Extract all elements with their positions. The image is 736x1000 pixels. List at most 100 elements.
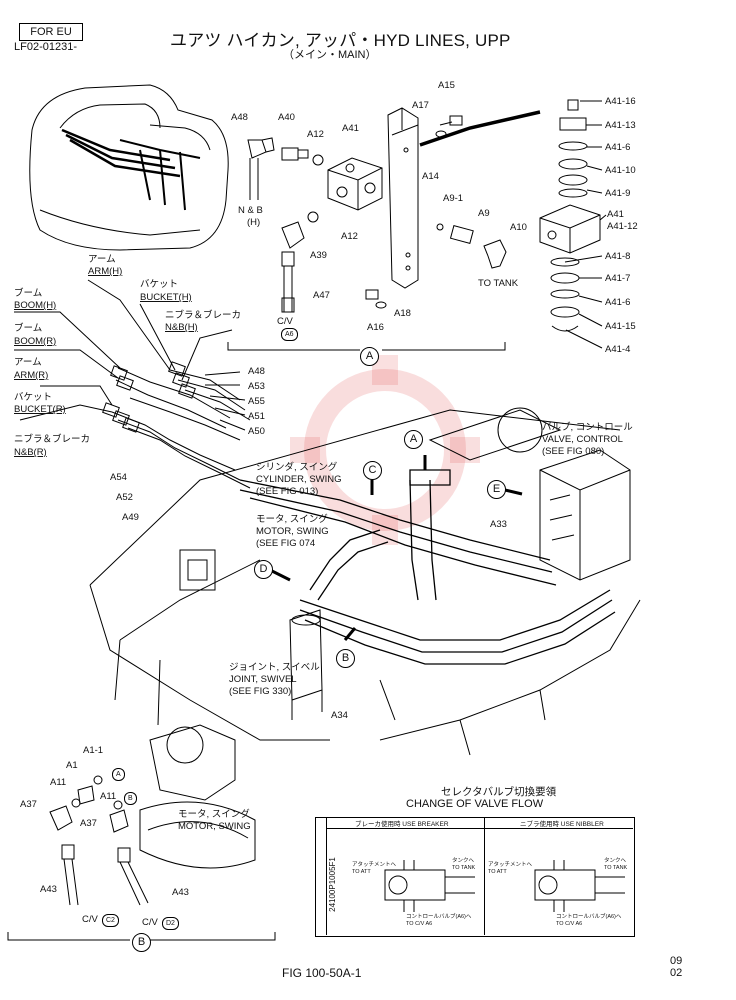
a14-bracket [387,107,419,289]
callout-d: D [254,560,273,579]
arrow-e [504,488,523,496]
label-a41-10: A41-10 [605,165,636,176]
breaker-to-tank-jp: タンクへ [452,858,475,864]
note-motor-en: MOTOR, SWING [256,526,329,537]
callout-e: E [487,480,506,499]
label-a48: A48 [248,366,265,377]
label-tag-a: A [112,768,125,781]
label-a41-8: A41-8 [605,251,631,262]
label-a41-15: A41-15 [605,321,636,332]
label-nb-h-jp: ニブラ＆ブレーカ [165,310,242,321]
label-nb-r-jp: ニブラ＆ブレーカ [14,434,91,445]
label-tag-b: B [124,792,137,805]
nibbler-to-att: TO ATT [488,869,507,875]
a12-oring-mid [307,211,319,223]
label-leader-lines [14,279,246,431]
note-joint-en: JOINT, SWIVEL [229,674,297,685]
note-cylinder-fig: (SEE FIG 013) [256,486,319,497]
for-eu-tag: FOR EU [19,23,83,41]
callout-b-section: B [132,933,151,952]
label-a37-right: A37 [80,818,97,829]
label-a10: A10 [510,222,527,233]
note-motor-jp: モータ, スイング [256,514,328,525]
valve-flow-title-jp: セレクタバルブ切換要領 [441,786,557,798]
label-arm-h: ARM(H) [88,266,123,277]
label-a14: A14 [422,171,439,182]
note-valve-jp: バルブ, コントロール [542,422,633,433]
label-a50: A50 [248,426,265,437]
label-a41-9: A41-9 [605,188,631,199]
callout-c: C [363,461,382,480]
valve-flow-code: 24100P1005F1 [327,857,337,912]
valve-flow-nibbler-drawing [534,860,625,912]
label-bucket-h-jp: バケット [140,279,179,290]
watermark-logo [304,369,466,531]
label-a41-4: A41-4 [605,344,631,355]
a47-hose [281,251,295,313]
arrow-d [269,568,291,582]
label-nb-h-line2: (H) [247,217,261,228]
label-bucket-r: BUCKET(R) [14,404,66,415]
label-bucket-r-jp: バケット [14,392,53,403]
valve-flow-col-breaker: ブレーカ使用時 USE BREAKER [355,821,449,828]
label-arm-r-jp: アーム [14,357,42,368]
label-a11-left: A11 [50,777,67,788]
label-boom-h: BOOM(H) [14,300,57,311]
machine-overview [29,84,229,251]
label-motor2-jp: モータ, スイング [178,809,250,820]
label-a41: A41 [342,123,359,134]
label-a41-6b: A41-6 [605,297,631,308]
label-a55: A55 [248,396,265,407]
breaker-to-cv: TO C/V A6 [406,921,433,927]
note-cylinder-jp: シリンダ, スイング [256,462,338,473]
swivel-joint [289,609,323,720]
label-a9-1: A9-1 [443,193,464,204]
a10-elbow [483,239,507,269]
a41-exploded-stack [539,99,601,332]
main-hose-routes [239,469,616,665]
label-a12-top: A12 [307,129,324,140]
label-a1: A1 [66,760,78,771]
label-boom-r: BOOM(R) [14,336,57,347]
a15-bolt [439,115,463,126]
label-c2: C2 [102,914,119,927]
callout-b: B [336,649,355,668]
label-arm-r: ARM(R) [14,370,49,381]
label-a41-16: A41-16 [605,96,636,107]
a12-oring-top [312,154,324,166]
label-a12-mid: A12 [341,231,358,242]
label-a16: A16 [367,322,384,333]
section-a-bracket [227,342,506,351]
a41-leader-lines [564,100,607,349]
breaker-to-att: TO ATT [352,869,371,875]
arrow-b [343,627,357,641]
note-valve-en: VALVE, CONTROL [542,434,623,445]
nibbler-to-cv-jp: コントロールバルブ(A6)へ [556,914,622,920]
valve-flow-breaker-drawing [384,860,475,912]
label-boom-h-jp: ブーム [14,288,43,299]
label-a9: A9 [478,208,490,219]
nibbler-to-tank: TO TANK [604,865,628,871]
a39-elbow [281,221,305,249]
label-a34: A34 [331,710,348,721]
reference-number: LF02-01231- [14,41,77,53]
callout-a: A [404,430,423,449]
page-title: ユアツ ハイカン, アッパ・HYD LINES, UPP [170,31,511,50]
breaker-to-cv-jp: コントロールバルブ(A6)へ [406,914,472,920]
label-a17: A17 [412,100,429,111]
section-b-parts [7,775,276,941]
label-a39: A39 [310,250,327,261]
label-a41-12: A41-12 [607,221,638,232]
control-valve [539,449,631,581]
label-a43-right: A43 [172,887,189,898]
label-d2: D2 [162,917,179,930]
a9-fitting [449,225,474,244]
label-a41-6a: A41-6 [605,142,631,153]
label-a48-top: A48 [231,112,248,123]
label-nb-h: N&B(H) [165,322,198,333]
note-joint-jp: ジョイント, スイベル [229,662,320,673]
a48-fitting [247,137,275,200]
a9-1-oring [436,223,444,231]
page-subtitle: （メイン・MAIN） [283,49,377,61]
